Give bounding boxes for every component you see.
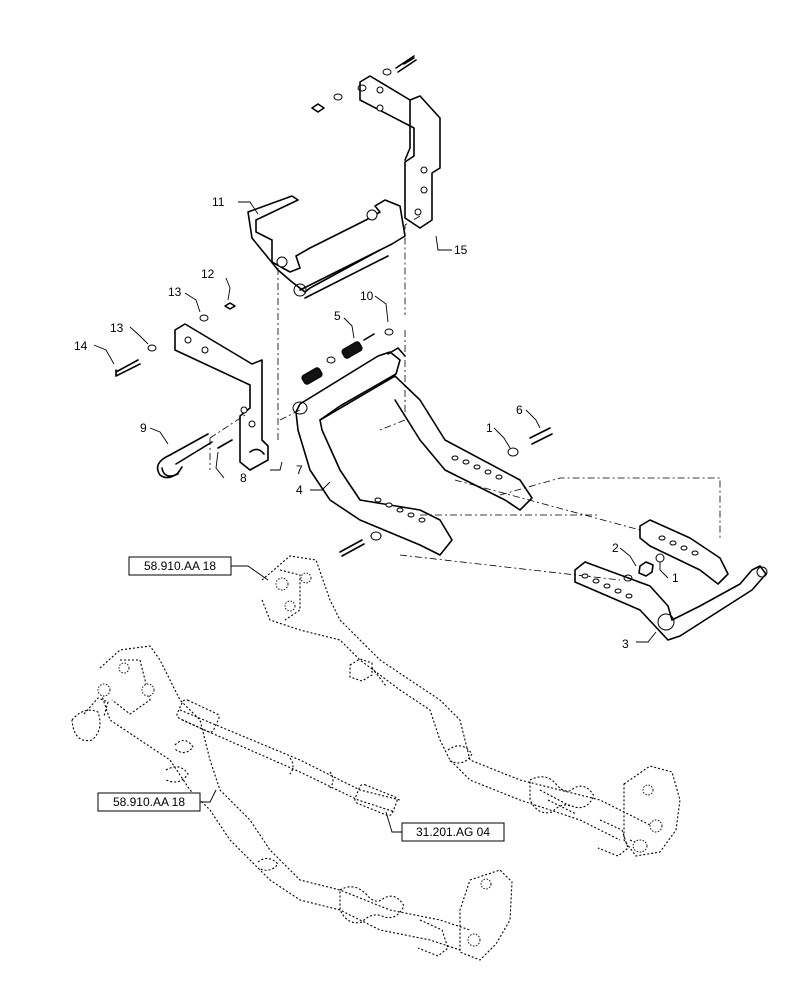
leader-lines [93,201,669,833]
ref-58-910-aa-18-lower: 58.910.AA 18 [113,795,185,809]
reference-boxes: 58.910.AA 18 58.910.AA 18 31.201.AG 04 [97,556,505,842]
callout-13-upper: 13 [168,285,182,299]
bracket-15 [359,75,441,229]
ref-58-910-aa-18-upper: 58.910.AA 18 [144,559,216,573]
bracket-3-holes [581,535,699,599]
callout-12: 12 [201,267,215,281]
callout-numbers: 11 15 12 13 10 5 13 14 6 1 9 7 8 4 2 1 3 [74,195,679,651]
callout-10: 10 [360,289,374,303]
callout-15: 15 [454,243,468,257]
callout-4: 4 [296,483,303,497]
callout-9: 9 [140,421,147,435]
ref-box-lower: 58.910.AA 18 [97,792,201,812]
callout-2: 2 [612,541,619,555]
callout-11: 11 [212,195,225,209]
callout-8: 8 [240,471,247,485]
callout-1-lower: 1 [672,571,679,585]
frame-4 [292,347,533,556]
ref-31-201-ag-04: 31.201.AG 04 [416,825,490,839]
callout-7: 7 [296,463,303,477]
ref-box-shaft: 31.201.AG 04 [401,822,505,842]
bracket-3 [574,519,768,641]
springs-5 [301,328,394,385]
top-hardware [311,55,417,113]
callout-1-upper: 1 [486,421,493,435]
frame-hardware [339,427,553,557]
callout-3: 3 [622,637,629,651]
callout-13-lower: 13 [110,321,124,335]
cross-bar-11 [247,195,406,299]
left-hardware [115,302,236,377]
frame-4-holes [374,455,503,523]
bracket-7 [174,323,269,471]
callout-14: 14 [74,339,88,353]
ref-box-upper: 58.910.AA 18 [128,556,232,576]
callout-6: 6 [516,403,523,417]
phantom-front-assembly [71,555,681,961]
pin-9 [156,433,233,479]
callout-5: 5 [334,309,341,323]
